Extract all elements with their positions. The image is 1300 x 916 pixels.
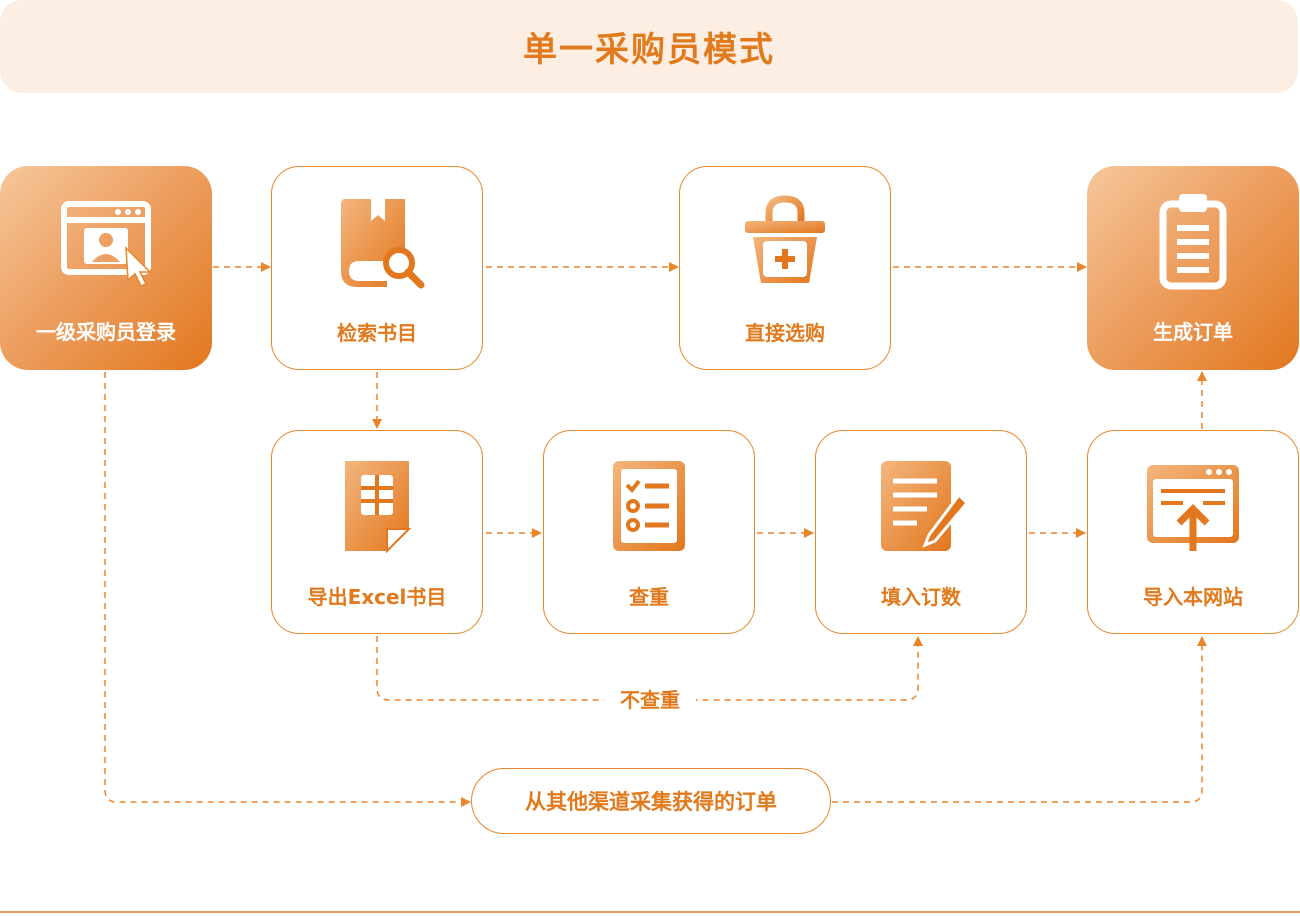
clipboard-icon [1087, 190, 1299, 292]
browser-user-icon [0, 190, 212, 292]
node-label: 填入订数 [881, 585, 961, 609]
node-label: 生成订单 [1153, 320, 1233, 344]
node-order: 生成订单 [1087, 166, 1299, 370]
edge-login-pill [104, 372, 471, 807]
node-search: 检索书目 [271, 166, 483, 370]
node-export: 导出Excel书目 [271, 430, 483, 634]
node-label: 查重 [629, 585, 669, 609]
node-label: 导入本网站 [1143, 585, 1243, 609]
node-fill: 填入订数 [815, 430, 1027, 634]
bottom-divider [0, 911, 1300, 913]
node-label: 检索书目 [337, 321, 417, 345]
edge-skip-check [376, 636, 923, 701]
node-check: 查重 [543, 430, 755, 634]
pill-label: 从其他渠道采集获得的订单 [525, 790, 777, 814]
shopping-basket-icon [680, 191, 890, 293]
node-label: 一级采购员登录 [36, 320, 176, 344]
edge-pill-import [832, 636, 1207, 803]
checklist-icon [544, 455, 754, 557]
node-direct: 直接选购 [679, 166, 891, 370]
node-login: 一级采购员登录 [0, 166, 212, 370]
spreadsheet-file-icon [272, 455, 482, 557]
browser-upload-icon [1088, 455, 1298, 557]
node-label: 导出Excel书目 [307, 585, 447, 609]
document-edit-icon [816, 455, 1026, 557]
node-import: 导入本网站 [1087, 430, 1299, 634]
node-label: 直接选购 [745, 321, 825, 345]
page-title: 单一采购员模式 [523, 30, 775, 70]
node-other-channels: 从其他渠道采集获得的订单 [471, 768, 831, 834]
edge-label-skip-check: 不查重 [604, 686, 696, 714]
book-search-icon [272, 191, 482, 293]
title-banner: 单一采购员模式 [0, 0, 1298, 93]
